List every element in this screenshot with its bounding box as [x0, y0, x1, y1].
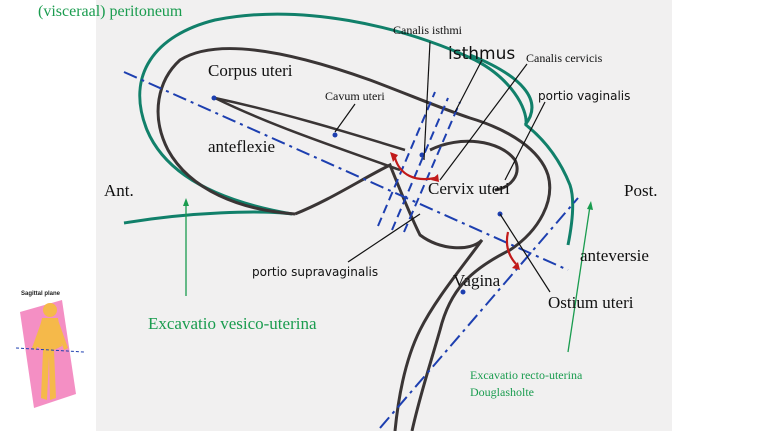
sagittal-plane-title: Sagittal plane: [21, 291, 61, 297]
isthmus-line-2: [391, 97, 449, 231]
isthmus-label: isthmus: [448, 44, 516, 64]
excavatio-vesico-uterina-label: Excavatio vesico-uterina: [148, 314, 317, 333]
leader-canalis-isthmi: [423, 41, 431, 161]
uterus-axis: [123, 71, 569, 271]
leader-portio-supravaginalis: [347, 213, 421, 263]
isthmus-line-1: [377, 91, 436, 227]
ostium-uteri-label: Ostium uteri: [548, 293, 634, 312]
douglasholte-label: Douglasholte: [470, 385, 534, 399]
leader-portio-vaginalis: [504, 101, 546, 181]
peritoneum-posterior-line: [469, 53, 534, 126]
vagina-label: Vagina: [453, 271, 501, 290]
arrow-vesico-uterina: [183, 198, 189, 206]
anteversie-angle-arc: [505, 231, 517, 265]
isthmus-line-3: [403, 101, 461, 233]
ant-label: Ant.: [104, 181, 134, 200]
anteversie-arrow-head: [512, 262, 520, 270]
sagittal-plane-figure-icon: [15, 300, 85, 408]
anteversie-label: anteversie: [580, 246, 649, 265]
axis-dot-3: [419, 152, 425, 158]
post-label: Post.: [624, 181, 658, 200]
vagina-axis: [379, 197, 579, 429]
uterus-inner-wall: [294, 162, 484, 431]
canalis-isthmi-label: Canalis isthmi: [393, 23, 462, 37]
leader-canalis-cervicis: [439, 63, 528, 181]
cervix-uteri-label: Cervix uteri: [428, 179, 510, 198]
axis-dot-5: [460, 289, 466, 295]
peritoneum-label: (visceraal) peritoneum: [38, 3, 183, 20]
anteflexie-arrow-head-2: [431, 174, 439, 182]
corpus-uteri-label: Corpus uteri: [208, 61, 293, 80]
axis-dot-1: [211, 95, 217, 101]
axis-dot-2: [332, 132, 338, 138]
portio-vaginalis-label: portio vaginalis: [538, 89, 631, 103]
leader-excavatio-recto-uterina: [567, 205, 591, 353]
anteflexie-arrow-head: [390, 152, 398, 162]
uterus-outer-wall: [156, 47, 552, 431]
cavum-uteri-label: Cavum uteri: [325, 89, 385, 103]
leader-isthmus: [454, 59, 483, 113]
leader-cavum-uteri: [334, 103, 356, 133]
excavatio-recto-uterina-label: Excavatio recto-uterina: [470, 368, 583, 382]
anteflexie-angle-arc: [393, 157, 436, 181]
arrow-recto-uterina: [587, 201, 593, 210]
anteflexie-label: anteflexie: [208, 137, 276, 156]
canalis-cervicis-label: Canalis cervicis: [526, 51, 603, 65]
cavum-uteri-canal-lower: [214, 96, 401, 172]
leader-ostium-uteri: [499, 213, 551, 293]
portio-supravaginalis-label: portio supravaginalis: [252, 265, 379, 279]
cavum-uteri-canal: [214, 96, 406, 152]
